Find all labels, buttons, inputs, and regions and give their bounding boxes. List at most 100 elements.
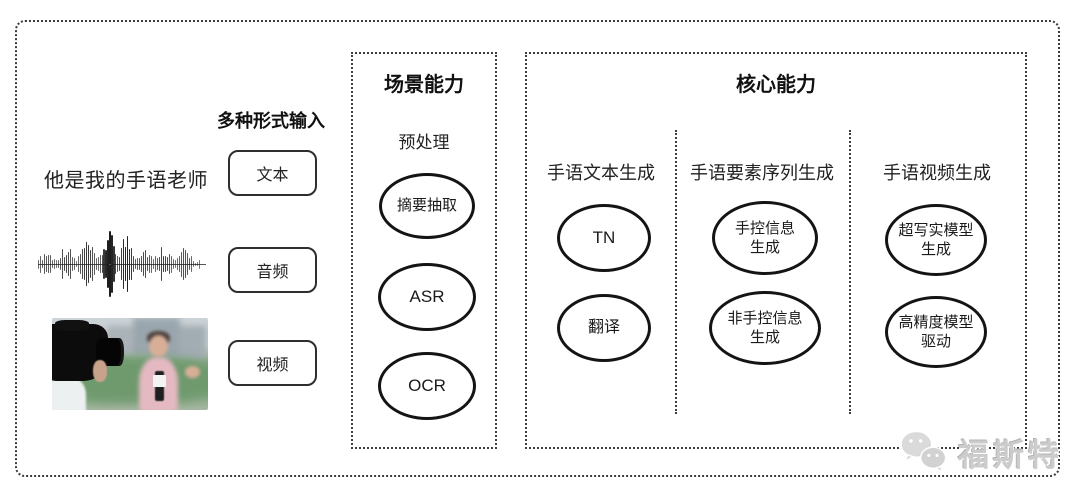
waveform-bar	[51, 259, 53, 269]
scene-capability-box: 场景能力 预处理 摘要抽取 ASR OCR	[351, 52, 497, 449]
waveform-bar	[59, 257, 61, 271]
waveform-bar	[97, 257, 99, 271]
waveform-bar	[73, 257, 75, 271]
waveform-bar	[77, 255, 79, 273]
node-non-manual-info-generation: 非手控信息 生成	[709, 291, 821, 365]
waveform-bar	[121, 247, 123, 281]
column-divider-1	[675, 130, 677, 414]
column-divider-2	[849, 130, 851, 414]
waveform-bar	[49, 255, 51, 273]
waveform-bar	[155, 256, 157, 272]
watermark-text: 福斯特	[958, 437, 1063, 473]
waveform-bar	[87, 245, 89, 283]
column-sign-element-sequence-generation: 手语要素序列生成 手控信息 生成 非手控信息 生成	[675, 54, 849, 447]
photo-reporter-head	[148, 334, 169, 357]
node-tn: TN	[557, 204, 651, 272]
node-manual-info-generation: 手控信息 生成	[712, 201, 818, 275]
waveform-bar	[101, 254, 103, 274]
input-section-title: 多种形式输入	[217, 111, 325, 131]
waveform-bar	[89, 249, 91, 279]
waveform-bar	[117, 256, 119, 272]
waveform-bar	[85, 241, 87, 287]
waveform-bar	[184, 249, 186, 279]
waveform-bar	[147, 256, 149, 272]
photo-cameraman-shoulder	[52, 375, 87, 410]
waveform-bar	[149, 254, 151, 274]
node-hyperrealistic-model-generation: 超写实模型 生成	[885, 204, 987, 276]
waveform-bar	[61, 249, 63, 279]
waveform-bar	[131, 247, 133, 281]
video-frame-thumbnail	[52, 318, 208, 410]
waveform-bar	[178, 256, 180, 272]
waveform-bar	[145, 250, 147, 278]
waveform-bar	[151, 255, 153, 273]
waveform-bar	[45, 255, 48, 273]
input-type-audio-box: 音频	[228, 247, 317, 293]
waveform-bar	[43, 254, 46, 274]
waveform-bar	[161, 246, 163, 282]
column-header: 手语要素序列生成	[690, 163, 834, 183]
photo-cameraman-hand	[92, 360, 107, 383]
waveform-bar	[95, 258, 97, 270]
preprocess-label: 预处理	[398, 133, 450, 152]
waveform-bar	[47, 255, 50, 273]
waveform-bar	[143, 252, 145, 276]
waveform-bar	[186, 252, 188, 276]
waveform-bar	[125, 246, 127, 282]
waveform-bar	[192, 260, 194, 268]
waveform-bar	[188, 258, 190, 270]
waveform-bar	[75, 260, 77, 268]
photo-microphone-tag	[153, 375, 166, 387]
photo-camera-top	[55, 319, 90, 331]
audio-waveform-icon	[38, 228, 206, 300]
node-high-precision-model-driving: 高精度模型 驱动	[885, 296, 987, 368]
column-header: 手语视频生成	[883, 163, 991, 183]
node-summary-extraction: 摘要抽取	[379, 173, 475, 239]
input-type-text-box: 文本	[228, 150, 317, 196]
waveform-bar	[141, 256, 143, 272]
waveform-bar	[115, 254, 117, 274]
waveform-bar	[198, 259, 200, 269]
waveform-bar	[176, 257, 178, 271]
waveform-bar	[113, 246, 115, 282]
waveform-bar	[139, 258, 141, 270]
waveform-bar	[81, 249, 83, 279]
waveform-bar	[71, 256, 73, 272]
waveform-bar	[41, 259, 44, 269]
waveform-bar	[159, 257, 161, 271]
column-sign-video-generation: 手语视频生成 超写实模型 生成 高精度模型 驱动	[849, 54, 1025, 447]
waveform-bar	[137, 258, 139, 270]
waveform-bar	[91, 247, 93, 281]
waveform-bar	[67, 252, 69, 276]
waveform-bar	[79, 253, 81, 275]
waveform-bar	[99, 254, 101, 274]
watermark: 福斯特	[896, 426, 1063, 478]
waveform-bar	[53, 258, 55, 270]
waveform-bar	[190, 256, 192, 272]
waveform-bar	[166, 256, 169, 272]
waveform-bar	[111, 234, 113, 294]
core-capability-box: 核心能力 手语文本生成 TN 翻译 手语要素序列生成 手控信息 生成 非手控信息…	[525, 52, 1027, 449]
waveform-bar	[157, 258, 159, 270]
waveform-bar	[93, 253, 95, 275]
waveform-bar	[69, 249, 71, 279]
waveform-bar	[65, 254, 67, 274]
waveform-bar	[127, 236, 129, 292]
waveform-bar	[83, 247, 85, 281]
core-capability-title: 核心能力	[736, 74, 816, 96]
waveform-bar	[165, 255, 167, 273]
node-asr: ASR	[378, 263, 476, 331]
input-type-video-box: 视频	[228, 340, 317, 386]
waveform-bar	[57, 260, 59, 268]
waveform-bar	[194, 262, 196, 266]
column-sign-text-generation: 手语文本生成 TN 翻译	[527, 54, 675, 447]
waveform-bar	[168, 253, 171, 275]
waveform-bar	[174, 259, 177, 269]
waveform-bar	[38, 259, 40, 269]
outer-dashed-frame	[15, 20, 1060, 477]
waveform-bar	[133, 256, 135, 272]
photo-reporter-hand	[184, 365, 201, 378]
waveform-bar	[153, 258, 155, 270]
waveform-bar	[123, 239, 125, 289]
